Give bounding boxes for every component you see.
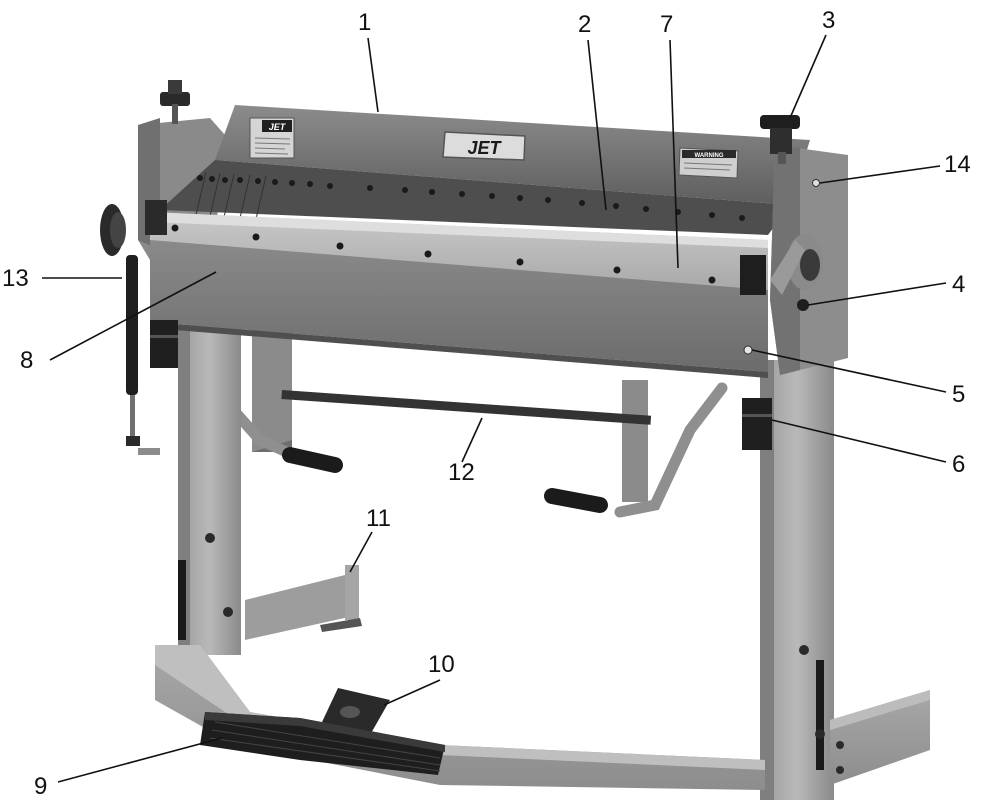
model-label-logo: JET	[269, 122, 287, 132]
gas-spring	[126, 255, 160, 455]
callout-3: 3	[822, 7, 835, 34]
right-hinge	[740, 255, 772, 450]
callout-9: 9	[34, 773, 47, 800]
callout-7: 7	[660, 11, 673, 38]
brand-logo-plate: JET	[442, 131, 526, 161]
cam-lever	[770, 234, 823, 311]
right-leg	[760, 360, 834, 800]
callout-10: 10	[428, 651, 455, 678]
handle-right	[544, 382, 728, 518]
rear-foot-bracket	[245, 565, 362, 640]
warning-label-text: WARNING	[695, 153, 724, 159]
callout-12: 12	[448, 459, 475, 486]
bending-apron	[150, 240, 768, 378]
model-label-plate: JET	[249, 117, 295, 159]
callout-5: 5	[952, 381, 965, 408]
callout-13: 13	[2, 265, 29, 292]
brand-logo-text: JET	[467, 138, 502, 158]
callout-2: 2	[578, 11, 591, 38]
left-leg	[178, 325, 241, 655]
right-foot	[830, 690, 930, 785]
callout-1: 1	[358, 9, 371, 36]
bending-leaf-strip	[150, 212, 768, 290]
callout-8: 8	[20, 347, 33, 374]
callout-14: 14	[944, 151, 971, 178]
tie-rod	[281, 390, 652, 425]
adjusting-knob	[760, 115, 800, 164]
left-hinge	[145, 200, 178, 368]
warning-label: WARNING	[678, 147, 739, 179]
left-handwheel	[100, 204, 126, 256]
foot-pedal	[200, 712, 445, 775]
callout-labels: 1 2 3 4 5 6 7 8 9 10 11 12 13 14	[2, 7, 971, 800]
callout-6: 6	[952, 451, 965, 478]
leader-lines	[42, 34, 947, 783]
callout-4: 4	[952, 271, 965, 298]
callout-11: 11	[366, 505, 391, 532]
foot-pedal-extension	[322, 688, 390, 735]
finger-divisions	[195, 171, 267, 220]
